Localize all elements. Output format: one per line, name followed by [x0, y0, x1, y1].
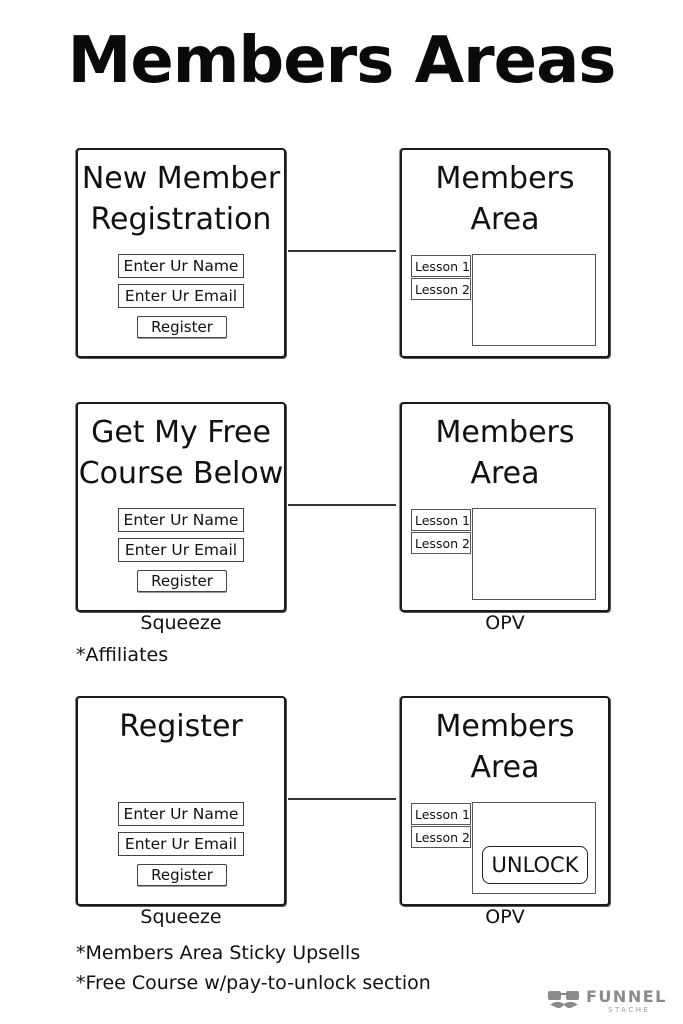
logo-wordmark: FUNNEL — [586, 987, 667, 1006]
lesson-tab[interactable]: Lesson 2 — [411, 826, 471, 848]
opv-caption: OPV — [485, 906, 525, 928]
email-field[interactable]: Enter Ur Email — [118, 538, 244, 562]
free-course-squeeze-box: Get My Free Course Below Enter Ur Name E… — [76, 402, 286, 612]
flow-connector — [288, 798, 396, 800]
registration-page-box: New Member Registration Enter Ur Name En… — [76, 148, 286, 358]
affiliates-note: *Affiliates — [76, 644, 169, 666]
lesson-tab[interactable]: Lesson 1 — [411, 255, 471, 277]
box-title-line1: Get My Free — [91, 415, 271, 450]
box-title-line2: Area — [470, 456, 540, 491]
squeeze-caption: Squeeze — [140, 612, 222, 634]
box-title-line1: Members — [435, 709, 575, 744]
flow-connector — [288, 250, 396, 252]
logo-subtitle: STACHE — [608, 1006, 651, 1014]
register-button[interactable]: Register — [137, 570, 227, 592]
lesson-content-pane — [472, 254, 596, 346]
flow-connector — [288, 504, 396, 506]
box-title-line2: Area — [470, 750, 540, 785]
name-field[interactable]: Enter Ur Name — [118, 254, 244, 278]
box-title-line2: Registration — [90, 202, 272, 237]
lesson-tab[interactable]: Lesson 1 — [411, 509, 471, 531]
register-button[interactable]: Register — [137, 864, 227, 886]
email-field[interactable]: Enter Ur Email — [118, 832, 244, 856]
page-title: Members Areas — [67, 24, 617, 98]
box-title-line1: Members — [435, 161, 575, 196]
box-title-line1: New Member — [81, 161, 281, 196]
pay-to-unlock-note: *Free Course w/pay-to-unlock section — [76, 972, 431, 994]
box-title-line1: Members — [435, 415, 575, 450]
register-squeeze-box: Register Enter Ur Name Enter Ur Email Re… — [76, 696, 286, 906]
members-area-box: Members Area Lesson 1 Lesson 2 UNLOCK — [400, 696, 610, 906]
mustache-glasses-icon — [548, 991, 579, 1008]
email-field[interactable]: Enter Ur Email — [118, 284, 244, 308]
name-field[interactable]: Enter Ur Name — [118, 508, 244, 532]
box-title-line2: Area — [470, 202, 540, 237]
lesson-content-pane — [472, 508, 596, 600]
funnelstache-logo: FUNNEL STACHE — [546, 987, 676, 1017]
squeeze-caption: Squeeze — [140, 906, 222, 928]
unlock-button[interactable]: UNLOCK — [482, 846, 588, 884]
members-area-box: Members Area Lesson 1 Lesson 2 — [400, 148, 610, 358]
name-field[interactable]: Enter Ur Name — [118, 802, 244, 826]
box-title-line1: Register — [119, 709, 243, 744]
register-button[interactable]: Register — [137, 316, 227, 338]
lesson-tab[interactable]: Lesson 2 — [411, 532, 471, 554]
lesson-tab[interactable]: Lesson 1 — [411, 803, 471, 825]
sticky-upsells-note: *Members Area Sticky Upsells — [76, 942, 361, 964]
box-title-line2: Course Below — [78, 456, 284, 491]
members-area-box: Members Area Lesson 1 Lesson 2 — [400, 402, 610, 612]
opv-caption: OPV — [485, 612, 525, 634]
lesson-tab[interactable]: Lesson 2 — [411, 278, 471, 300]
